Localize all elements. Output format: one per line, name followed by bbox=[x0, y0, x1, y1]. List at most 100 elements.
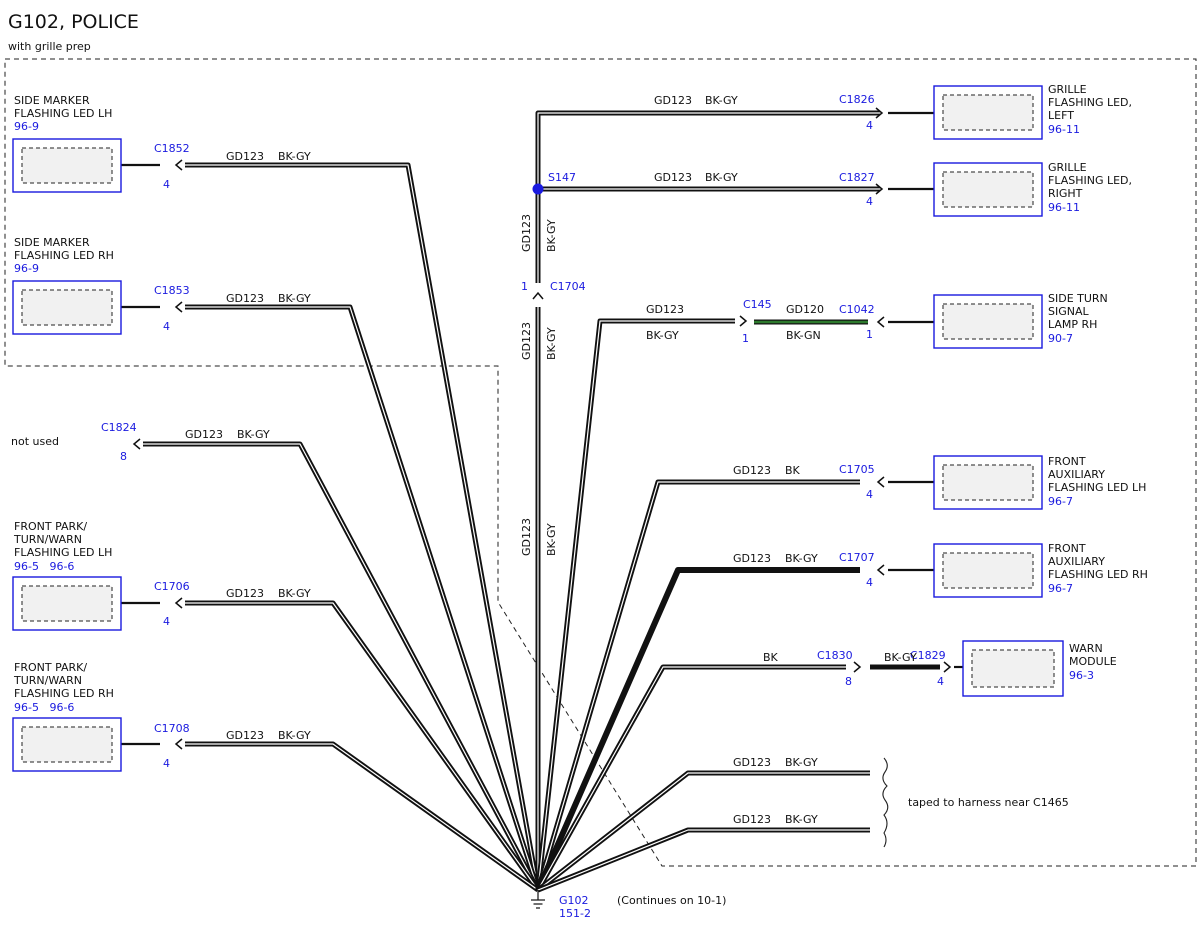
component-label-line: FLASHING LED RH bbox=[1048, 568, 1148, 581]
component-label-line: FLASHING LED RH bbox=[14, 249, 114, 262]
component-label-line: LAMP RH bbox=[1048, 318, 1097, 331]
connector-pin: 4 bbox=[937, 675, 944, 688]
wire-harness bbox=[143, 110, 940, 893]
connector-id: C1705 bbox=[839, 463, 875, 476]
wire-color: BK bbox=[763, 651, 779, 664]
component-label-line: FRONT PARK/ bbox=[14, 520, 87, 533]
connector-pin: 4 bbox=[163, 615, 170, 628]
connector-chevron-c1704 bbox=[532, 291, 544, 300]
connector-id: C1042 bbox=[839, 303, 875, 316]
wire-circuit: GD123 bbox=[654, 94, 692, 107]
component-label-line: RIGHT bbox=[1048, 187, 1083, 200]
diagram-subtitle: with grille prep bbox=[8, 40, 91, 53]
component-ref: 96-7 bbox=[1048, 495, 1073, 508]
component-labels: SIDE MARKER FLASHING LED LH 96-9 SIDE MA… bbox=[11, 83, 1148, 714]
connector-pin: 8 bbox=[120, 450, 127, 463]
wire-color: BK-GY bbox=[705, 171, 738, 184]
wire-taped-2 bbox=[537, 827, 870, 893]
component-label-line: SIGNAL bbox=[1048, 305, 1090, 318]
connector-chevron-c1852 bbox=[174, 159, 183, 171]
wire-color: BK-GY bbox=[278, 150, 311, 163]
component-label-line: FLASHING LED RH bbox=[14, 687, 114, 700]
connector-id: C1830 bbox=[817, 649, 853, 662]
component-label-line: TURN/WARN bbox=[13, 533, 82, 546]
wire-trunk-upper bbox=[535, 110, 880, 283]
wire-color: BK-GY bbox=[705, 94, 738, 107]
wire-front-aux-rh bbox=[535, 567, 860, 892]
component-label-line: TURN/WARN bbox=[13, 674, 82, 687]
component-label-line: SIDE MARKER bbox=[14, 94, 90, 107]
grille-prep-boundary bbox=[4, 58, 1197, 867]
component-label-line: FLASHING LED LH bbox=[14, 107, 112, 120]
component-ref: 96-11 bbox=[1048, 201, 1080, 214]
component-ref: 90-7 bbox=[1048, 332, 1073, 345]
connector-pin: 4 bbox=[163, 320, 170, 333]
component-ref: 96-5 96-6 bbox=[14, 560, 74, 573]
connector-chevron-c1706 bbox=[174, 597, 183, 609]
component-label-line: FLASHING LED, bbox=[1048, 96, 1132, 109]
wire-color: BK-GN bbox=[786, 329, 821, 342]
component-label-line: FLASHING LED, bbox=[1048, 174, 1132, 187]
connector-pin: 4 bbox=[866, 195, 873, 208]
component-ref: 96-7 bbox=[1048, 582, 1073, 595]
wire-circuit: GD123 bbox=[520, 214, 533, 252]
connector-id: C145 bbox=[743, 298, 772, 311]
connector-pin: 4 bbox=[866, 119, 873, 132]
component-ref: 96-9 bbox=[14, 262, 39, 275]
wire-circuit: GD123 bbox=[226, 729, 264, 742]
wire-color: BK-GY bbox=[785, 813, 818, 826]
connector-id: C1707 bbox=[839, 551, 875, 564]
connector-chevron-c1830 bbox=[853, 661, 862, 673]
component-label-line: WARN bbox=[1069, 642, 1103, 655]
wire-color: BK-GY bbox=[785, 552, 818, 565]
component-label-line: AUXILIARY bbox=[1048, 555, 1105, 568]
component-label-line: FLASHING LED LH bbox=[1048, 481, 1146, 494]
wire-color: BK-GY bbox=[545, 327, 558, 360]
connector-id: C1827 bbox=[839, 171, 875, 184]
wire-color: BK bbox=[785, 464, 801, 477]
connector-chevron-c1829 bbox=[943, 661, 952, 673]
ground-ref: 151-2 bbox=[559, 907, 591, 920]
component-ref: 96-5 96-6 bbox=[14, 701, 74, 714]
component-label-line: FRONT bbox=[1048, 542, 1086, 555]
components bbox=[12, 85, 1064, 772]
component-ref: 96-9 bbox=[14, 120, 39, 133]
connector-chevron-c1827 bbox=[875, 183, 884, 195]
taped-note: taped to harness near C1465 bbox=[908, 796, 1069, 809]
wire-color: BK-GY bbox=[646, 329, 679, 342]
component-label-line: SIDE MARKER bbox=[14, 236, 90, 249]
wire-color: BK-GY bbox=[278, 292, 311, 305]
connector-chevron-c1826 bbox=[875, 107, 884, 119]
connector-chevron-c1708 bbox=[174, 738, 183, 750]
connector-id: C1704 bbox=[550, 280, 586, 293]
wire-circuit: GD123 bbox=[654, 171, 692, 184]
connector-labels: C1852 4 C1853 4 C1824 8 C1706 4 C1708 4 … bbox=[101, 93, 1069, 920]
component-ref: 96-3 bbox=[1069, 669, 1094, 682]
connector-id: C1853 bbox=[154, 284, 190, 297]
connector-chevron-c1707 bbox=[876, 564, 885, 576]
connector-pin: 4 bbox=[163, 757, 170, 770]
wire-circuit: GD123 bbox=[646, 303, 684, 316]
not-used-label: not used bbox=[11, 435, 59, 448]
wire-circuit: GD123 bbox=[226, 292, 264, 305]
wire-color: BK-GY bbox=[278, 729, 311, 742]
wire-color: BK-GY bbox=[785, 756, 818, 769]
splice-s147-dot bbox=[532, 183, 544, 195]
splice-label: S147 bbox=[548, 171, 576, 184]
component-label-line: FRONT PARK/ bbox=[14, 661, 87, 674]
connector-chevron-c1824 bbox=[132, 438, 141, 450]
component-label-line: AUXILIARY bbox=[1048, 468, 1105, 481]
wire-side-turn bbox=[535, 318, 735, 891]
wire-circuit: GD123 bbox=[733, 464, 771, 477]
wire-circuit: GD123 bbox=[520, 322, 533, 360]
wire-side-marker-lh bbox=[185, 162, 541, 891]
wire-circuit: GD123 bbox=[733, 813, 771, 826]
wire-circuit: GD123 bbox=[733, 552, 771, 565]
component-label-line: SIDE TURN bbox=[1048, 292, 1108, 305]
wire-labels: GD123 BK-GY GD123 BK-GY GD123 BK-GY GD12… bbox=[185, 94, 917, 826]
wire-color: BK-GY bbox=[237, 428, 270, 441]
connector-pin: 8 bbox=[845, 675, 852, 688]
component-ref: 96-11 bbox=[1048, 123, 1080, 136]
component-label-line: FRONT bbox=[1048, 455, 1086, 468]
diagram-title: G102, POLICE bbox=[8, 11, 139, 33]
